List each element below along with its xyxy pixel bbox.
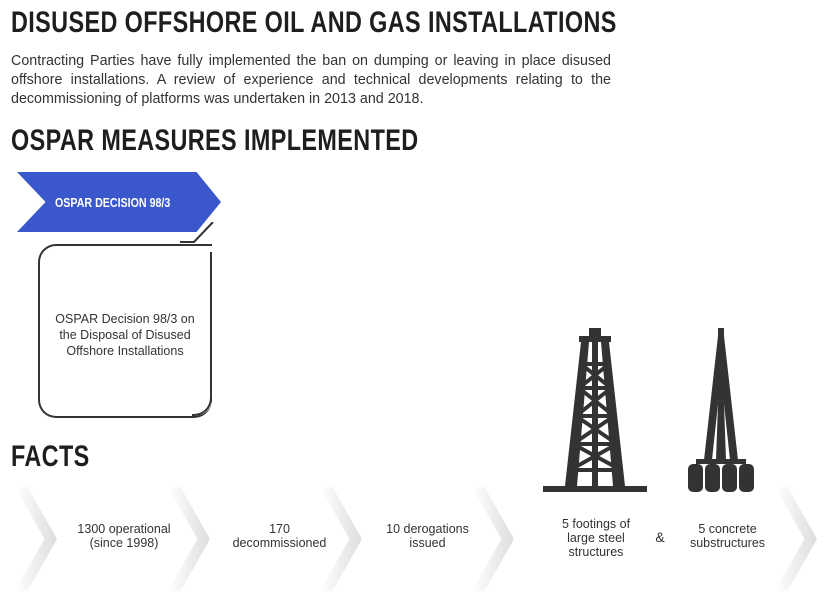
ampersand: &	[655, 529, 665, 545]
measure-description: OSPAR Decision 98/3 on the Disposal of D…	[55, 312, 195, 358]
fact-derogations: 10 derogations issued	[386, 522, 469, 550]
measure-label: OSPAR DECISION 98/3	[55, 195, 171, 210]
connector-line	[180, 222, 214, 243]
chevron-divider	[775, 487, 817, 591]
intro-paragraph: Contracting Parties have fully implement…	[11, 53, 611, 107]
fact-operational: 1300 operational (since 1998)	[77, 522, 171, 550]
fact-decommissioned: 170 decommissioned	[232, 522, 327, 550]
measure-description-box	[38, 244, 212, 418]
concrete-gravity-platform-icon	[688, 328, 754, 492]
steel-jacket-platform-icon	[543, 328, 647, 492]
box-corner	[192, 396, 212, 416]
fact-steel-footings: 5 footings of large steel structures	[561, 517, 631, 559]
chevron-divider	[15, 487, 57, 591]
fact-concrete: 5 concrete substructures	[689, 522, 766, 550]
page-title: DISUSED OFFSHORE OIL AND GAS INSTALLATIO…	[11, 6, 617, 39]
measure-arrow[interactable]	[17, 172, 221, 232]
chevron-divider	[472, 487, 514, 591]
box-edge	[210, 252, 212, 402]
facts-heading: FACTS	[11, 440, 90, 473]
measures-heading: OSPAR MEASURES IMPLEMENTED	[11, 124, 419, 157]
